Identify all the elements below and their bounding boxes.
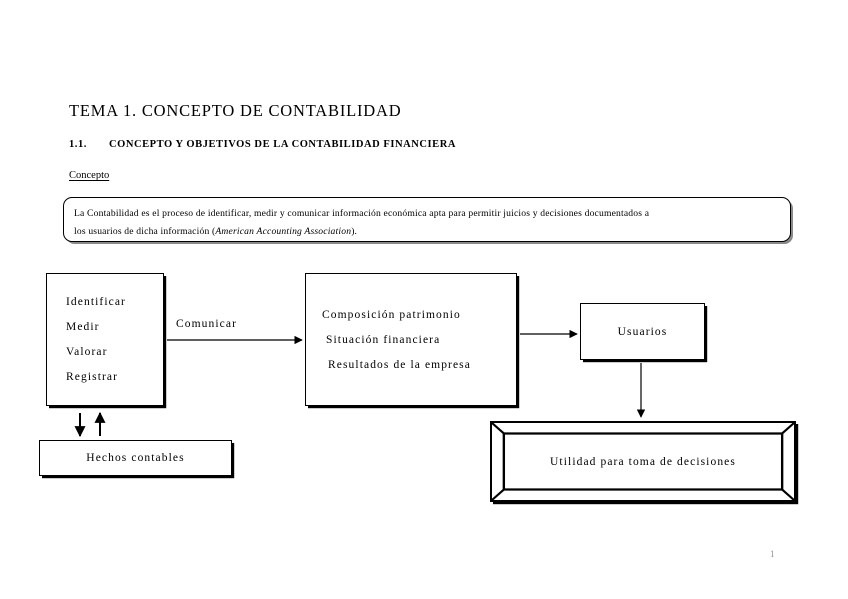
section-title: CONCEPTO Y OBJETIVOS DE LA CONTABILIDAD … <box>109 139 457 150</box>
section-number: 1.1. <box>69 139 87 150</box>
edge-label-comunicar: Comunicar <box>176 318 237 330</box>
utilidad-label: Utilidad para toma de decisiones <box>550 455 736 468</box>
definition-line-2: los usuarios de dicha información (Ameri… <box>74 223 780 241</box>
definition-callout-box: La Contabilidad es el proceso de identif… <box>63 197 791 242</box>
diagram-node-acciones[interactable]: Identificar Medir Valorar Registrar <box>46 273 164 406</box>
acciones-item-valorar: Valorar <box>66 346 108 358</box>
informacion-item-composicion: Composición patrimonio <box>322 308 461 321</box>
definition-line-1: La Contabilidad es el proceso de identif… <box>74 205 780 223</box>
informacion-item-resultados: Resultados de la empresa <box>328 358 471 371</box>
section-heading: 1.1. CONCEPTO Y OBJETIVOS DE LA CONTABILI… <box>69 139 456 150</box>
diagram-node-usuarios[interactable]: Usuarios <box>580 303 705 360</box>
acciones-lines: Identificar Medir Valorar Registrar <box>47 274 163 405</box>
subheading-concepto: Concepto <box>69 170 110 181</box>
usuarios-lines: Usuarios <box>581 304 704 359</box>
page-title: TEMA 1. CONCEPTO DE CONTABILIDAD <box>69 101 402 120</box>
definition-text-1: La Contabilidad es el proceso de identif… <box>74 208 650 219</box>
acciones-item-medir: Medir <box>66 321 100 333</box>
acciones-item-identificar: Identificar <box>66 296 126 308</box>
definition-text-2-before: los usuarios de dicha información ( <box>74 226 216 237</box>
acciones-item-registrar: Registrar <box>66 371 119 383</box>
page-number: 1 <box>770 549 775 559</box>
hechos-lines: Hechos contables <box>40 441 231 475</box>
hechos-label: Hechos contables <box>86 452 185 464</box>
usuarios-label: Usuarios <box>617 325 668 338</box>
diagram-node-informacion[interactable]: Composición patrimonio Situación financi… <box>305 273 517 406</box>
definition-source: American Accounting Association <box>215 226 352 237</box>
beveled-frame <box>492 423 794 500</box>
informacion-item-situacion: Situación financiera <box>326 333 441 346</box>
diagram-node-utilidad[interactable]: Utilidad para toma de decisiones <box>490 421 796 502</box>
diagram-node-hechos-contables[interactable]: Hechos contables <box>39 440 232 476</box>
definition-text-2-after: ). <box>351 226 358 237</box>
informacion-lines: Composición patrimonio Situación financi… <box>306 274 516 405</box>
